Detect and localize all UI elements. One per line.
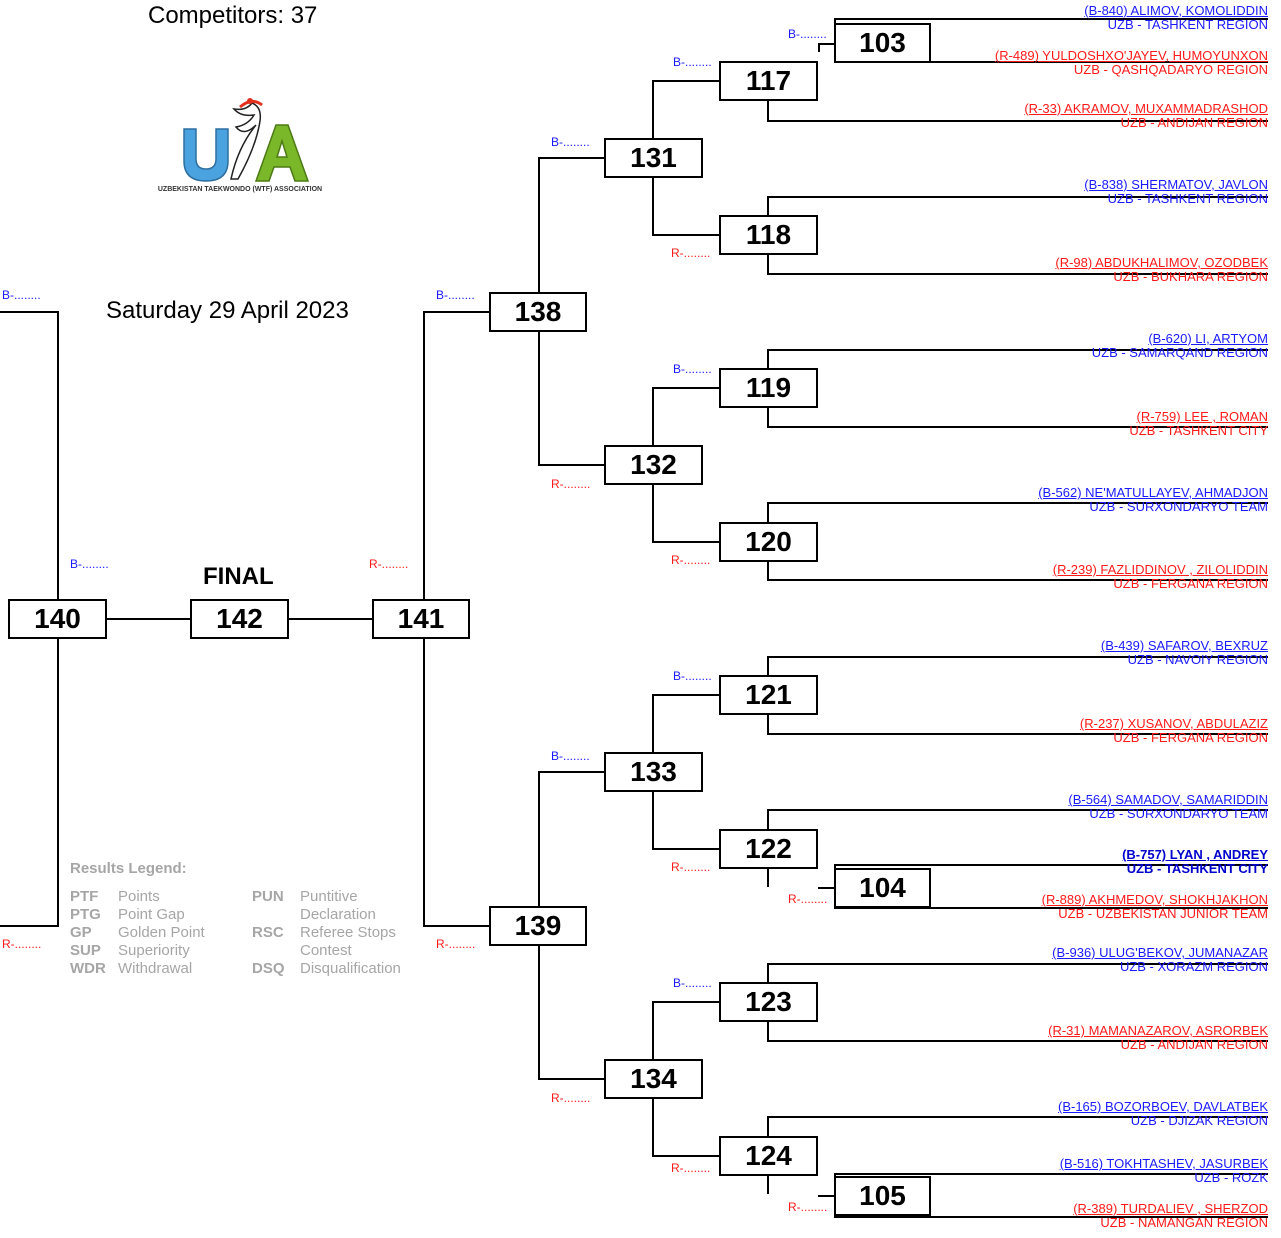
slot-red-118: R-........ — [671, 246, 711, 260]
slot-red-132: R-........ — [551, 477, 591, 491]
match-123[interactable]: 123 — [719, 982, 818, 1022]
slot-blue-140b: B-........ — [70, 557, 109, 571]
match-104[interactable]: 104 — [834, 868, 931, 908]
event-date: Saturday 29 April 2023 — [106, 297, 349, 324]
slot-blue-103: B-........ — [788, 27, 827, 41]
legend-item: Contest — [300, 942, 352, 959]
slot-red-120: R-........ — [671, 553, 711, 567]
match-140[interactable]: 140 — [8, 599, 107, 639]
match-121[interactable]: 121 — [719, 675, 818, 715]
match-134[interactable]: 134 — [604, 1059, 703, 1099]
slot-red-122: R-........ — [671, 860, 711, 874]
slot-blue-133: B-........ — [551, 749, 590, 763]
match-103[interactable]: 103 — [834, 23, 931, 63]
slot-red-140: R-........ — [2, 937, 42, 951]
match-141[interactable]: 141 — [372, 599, 470, 639]
slot-blue-119: B-........ — [673, 362, 712, 376]
slot-blue-123: B-........ — [673, 976, 712, 990]
slot-red-141: R-........ — [369, 557, 409, 571]
association-logo: UZBEKISTAN TAEKWONDO (WTF) ASSOCIATION — [136, 67, 343, 238]
match-124[interactable]: 124 — [719, 1136, 818, 1176]
match-105[interactable]: 105 — [834, 1176, 931, 1216]
match-142[interactable]: 142 — [190, 599, 289, 639]
match-132[interactable]: 132 — [604, 445, 703, 485]
competitors-count: Competitors: 37 — [148, 2, 318, 29]
slot-blue-117: B-........ — [673, 55, 712, 69]
slot-blue-140: B-........ — [2, 288, 41, 302]
match-120[interactable]: 120 — [719, 522, 818, 562]
logo-caption: UZBEKISTAN TAEKWONDO (WTF) ASSOCIATION — [157, 186, 323, 193]
match-131[interactable]: 131 — [604, 138, 703, 178]
slot-red-134: R-........ — [551, 1091, 591, 1105]
match-138[interactable]: 138 — [489, 292, 587, 332]
slot-blue-131: B-........ — [551, 135, 590, 149]
slot-blue-121: B-........ — [673, 669, 712, 683]
match-122[interactable]: 122 — [719, 829, 818, 869]
legend-title: Results Legend: — [70, 860, 187, 877]
match-117[interactable]: 117 — [719, 61, 818, 101]
slot-blue-138: B-........ — [436, 288, 475, 302]
slot-red-105: R-........ — [788, 1200, 828, 1214]
logo-mark-icon — [183, 98, 310, 182]
match-118[interactable]: 118 — [719, 215, 818, 255]
match-139[interactable]: 139 — [489, 906, 587, 946]
final-label: FINAL — [203, 563, 274, 590]
match-133[interactable]: 133 — [604, 752, 703, 792]
legend-item: Declaration — [300, 906, 376, 923]
slot-red-139: R-........ — [436, 937, 476, 951]
match-119[interactable]: 119 — [719, 368, 818, 408]
slot-red-104: R-........ — [788, 892, 828, 906]
slot-red-124: R-........ — [671, 1161, 711, 1175]
